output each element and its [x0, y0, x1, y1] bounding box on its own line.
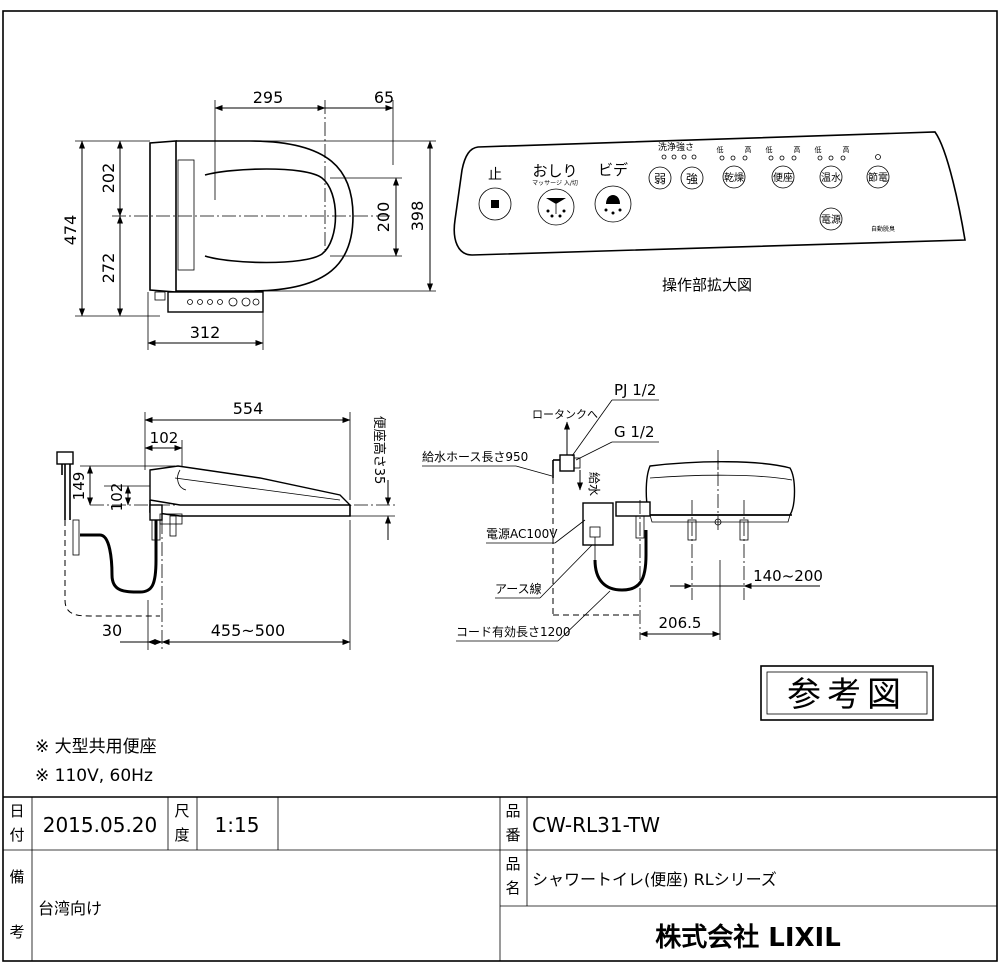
label-pj: PJ 1/2 [614, 381, 656, 399]
label-hose-length: 給水ホース長さ950 [422, 450, 528, 464]
part-no-label-1: 品 [505, 802, 520, 820]
date-label-2: 付 [9, 826, 24, 844]
control-panel-enlarged: 止 おしり マッサージ 入/切 ビデ 洗浄強さ 弱 強 低 高 乾燥 [453, 131, 966, 294]
panel-weak: 弱 [654, 172, 666, 186]
panel-dry: 乾燥 [724, 171, 744, 184]
part-no-label-2: 番 [505, 826, 520, 844]
panel-seat-high: 高 [794, 145, 801, 154]
dim-seat-height: 便座高さ35 [371, 416, 387, 485]
stop-icon [491, 200, 499, 208]
side-view: 554 102 149 102 便座高さ35 30 455~500 [56, 399, 395, 650]
power-button [819, 207, 843, 231]
panel-water-temp: 温水 [821, 172, 841, 184]
panel-seat-low: 低 [766, 145, 773, 154]
dim-554: 554 [233, 399, 264, 418]
dry-button [722, 165, 746, 189]
dim-295: 295 [253, 88, 284, 107]
remarks-value: 台湾向け [38, 899, 102, 918]
water-temp-button [819, 165, 843, 189]
panel-oshiri-label: おしり [532, 162, 577, 180]
scale-label-1: 尺 [174, 802, 189, 820]
panel-dry-low: 低 [717, 145, 724, 154]
panel-dry-high: 高 [745, 145, 752, 154]
panel-water-low: 低 [815, 145, 822, 154]
label-power-ac: 電源AC100V [486, 527, 558, 541]
date-value: 2015.05.20 [43, 813, 158, 837]
dim-312: 312 [190, 323, 221, 342]
dim-206-5: 206.5 [659, 614, 702, 632]
seat-button [771, 165, 795, 189]
panel-stop-label: 止 [488, 167, 502, 183]
rear-view: PJ 1/2 ロータンクへ G 1/2 給水 給水ホース長さ950 電源AC10… [422, 381, 823, 642]
dim-272: 272 [99, 253, 118, 284]
label-g: G 1/2 [614, 423, 655, 441]
panel-strong: 強 [686, 172, 698, 186]
dim-140-200: 140~200 [753, 567, 823, 585]
company-name: 株式会社 LIXIL [655, 922, 841, 953]
panel-caption: 操作部拡大図 [662, 276, 752, 294]
dim-102-left: 102 [108, 483, 126, 512]
dim-202: 202 [99, 163, 118, 194]
bidet-spray-icon [604, 195, 622, 215]
product-name: シャワートイレ(便座) RLシリーズ [532, 870, 777, 889]
strong-button [680, 166, 704, 190]
panel-water-high: 高 [843, 145, 850, 154]
dim-398: 398 [408, 201, 427, 232]
dim-65: 65 [374, 88, 394, 107]
label-low-tank: ロータンクへ [532, 408, 598, 421]
scale-value: 1:15 [215, 813, 260, 837]
panel-seat: 便座 [773, 171, 793, 184]
date-label-1: 日 [9, 802, 24, 820]
stop-button [478, 187, 512, 221]
dim-474: 474 [61, 215, 80, 246]
remarks-label-2: 考 [9, 923, 24, 941]
note-power: ※ 110V, 60Hz [35, 766, 153, 786]
top-view: 295 65 474 202 272 200 398 312 [61, 88, 436, 350]
dim-455-500: 455~500 [211, 621, 285, 640]
product-label-1: 品 [505, 855, 520, 873]
scale-label-2: 度 [174, 826, 189, 844]
dim-200: 200 [374, 202, 393, 233]
oshiri-button [537, 188, 575, 226]
panel-bidet-label: ビデ [598, 161, 628, 179]
dim-149: 149 [70, 472, 88, 501]
panel-power: 電源 [821, 213, 841, 226]
dim-30: 30 [102, 621, 122, 640]
panel-wash-strength: 洗浄強さ [658, 141, 694, 153]
save-button [866, 165, 890, 189]
stamp-text: 参考図 [787, 675, 907, 715]
oshiri-spray-icon [546, 198, 566, 218]
note-seat: ※ 大型共用便座 [35, 737, 157, 757]
title-block: 日 付 2015.05.20 尺 度 1:15 品 番 CW-RL31-TW 備… [3, 796, 997, 961]
bidet-button [594, 185, 632, 223]
panel-oshiri-sub: マッサージ 入/切 [532, 180, 578, 187]
dim-102-top: 102 [150, 429, 179, 447]
panel-save: 節電 [868, 171, 888, 184]
panel-auto-off: 自動脱臭 [871, 225, 895, 233]
label-earth-wire: アース線 [495, 581, 542, 596]
product-label-2: 名 [505, 879, 520, 897]
part-no-value: CW-RL31-TW [532, 813, 660, 837]
weak-button [648, 166, 672, 190]
label-supply-water: 給水 [587, 472, 601, 496]
reference-stamp: 参考図 [760, 665, 934, 721]
label-cord-length: コード有効長さ1200 [456, 624, 571, 639]
remarks-label-1: 備 [9, 868, 24, 886]
